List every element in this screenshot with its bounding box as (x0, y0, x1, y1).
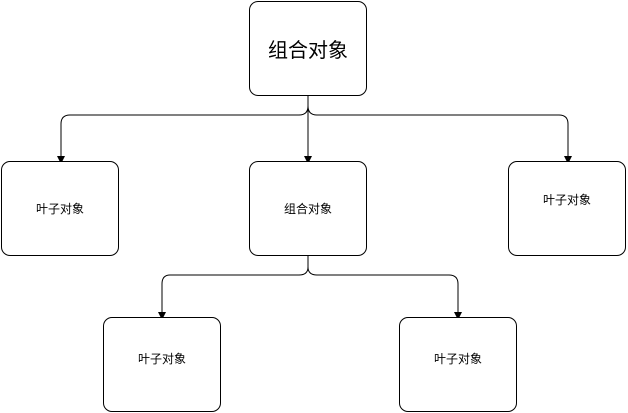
right-leaf-label: 叶子对象 (542, 193, 591, 207)
connector-root-right-leaf (307, 95, 572, 164)
middle-composite-node: 组合对象 (249, 161, 367, 256)
root-composite-label: 组合对象 (268, 38, 348, 62)
bottom-right-leaf-node: 叶子对象 (399, 317, 517, 412)
right-leaf-node: 叶子对象 (508, 161, 626, 256)
root-composite-node: 组合对象 (249, 1, 367, 96)
middle-composite-label: 组合对象 (283, 202, 332, 216)
left-leaf-label: 叶子对象 (35, 202, 84, 216)
connector-middle-bottom-left-leaf (158, 256, 309, 320)
connector-middle-bottom-right-leaf (307, 256, 462, 320)
bottom-left-leaf-label: 叶子对象 (137, 352, 186, 366)
left-leaf-node: 叶子对象 (1, 161, 119, 256)
bottom-left-leaf-node: 叶子对象 (103, 317, 221, 412)
bottom-right-leaf-label: 叶子对象 (433, 352, 482, 366)
connector-root-left-leaf (57, 95, 309, 164)
